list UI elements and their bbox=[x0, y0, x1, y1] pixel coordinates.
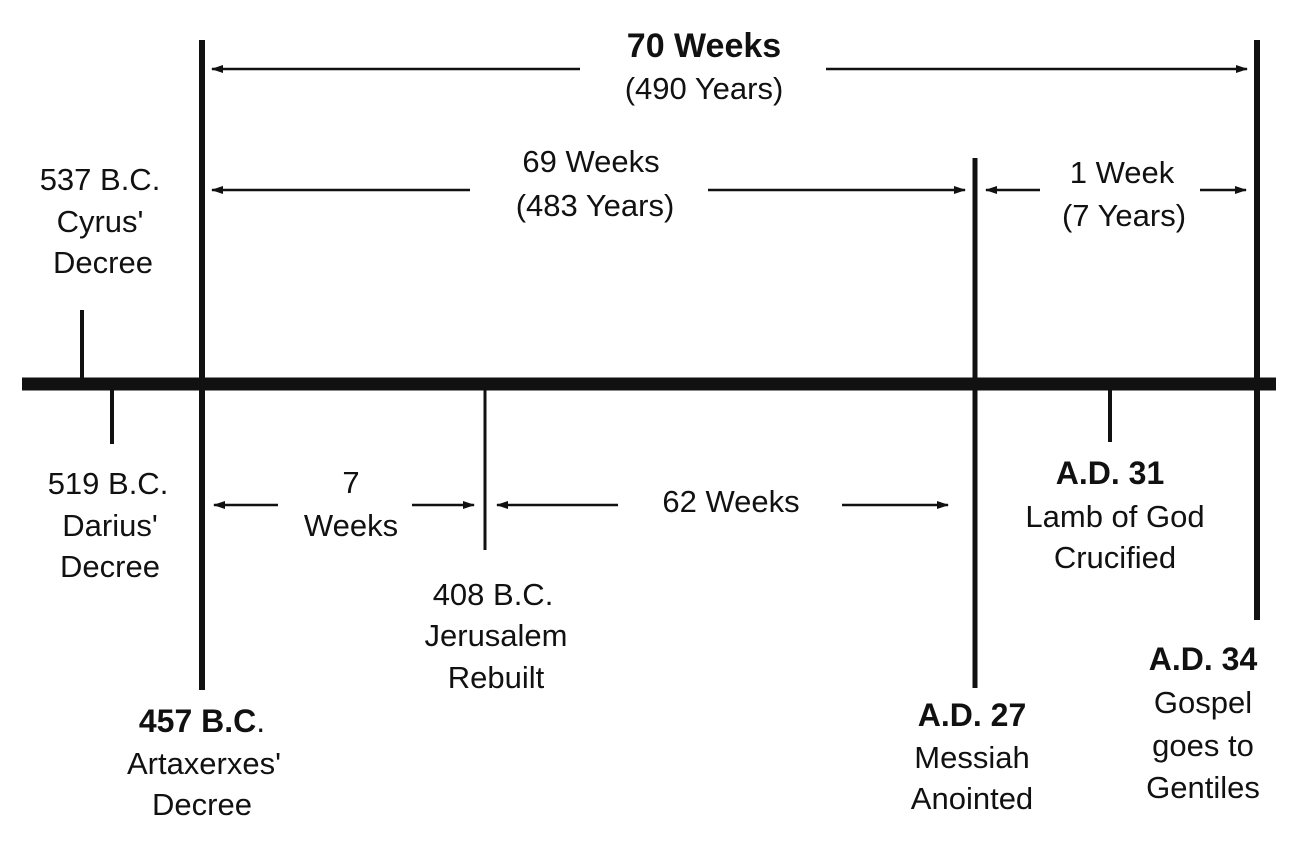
event-cyrus-line1: Cyrus' bbox=[57, 204, 144, 239]
event-messiah-date: A.D. 27 bbox=[918, 697, 1026, 733]
event-jerusalem-line2: Rebuilt bbox=[448, 660, 545, 695]
event-gospel-line1: Gospel bbox=[1154, 685, 1252, 720]
event-darius-line2: Decree bbox=[60, 549, 160, 584]
event-jerusalem-date: 408 B.C. bbox=[433, 577, 554, 612]
span-1-week-title: 1 Week bbox=[1070, 155, 1175, 190]
span-62-weeks-title: 62 Weeks bbox=[662, 484, 799, 519]
event-artaxerxes-line2: Decree bbox=[152, 787, 252, 822]
event-messiah-line1: Messiah bbox=[914, 740, 1029, 775]
event-jerusalem-line1: Jerusalem bbox=[425, 618, 568, 653]
event-cyrus-line2: Decree bbox=[53, 245, 153, 280]
event-artaxerxes-date: 457 B.C. bbox=[139, 703, 265, 739]
event-gospel-line3: Gentiles bbox=[1146, 770, 1260, 805]
event-darius-date: 519 B.C. bbox=[48, 466, 169, 501]
event-artaxerxes-date-suffix: . bbox=[256, 703, 265, 739]
event-cyrus-date: 537 B.C. bbox=[40, 162, 161, 197]
event-crucified-line2: Crucified bbox=[1054, 540, 1176, 575]
span-69-weeks-title: 69 Weeks bbox=[522, 144, 659, 179]
event-darius-line1: Darius' bbox=[62, 508, 158, 543]
span-70-weeks-years: (490 Years) bbox=[625, 71, 784, 106]
span-69-weeks-years: (483 Years) bbox=[516, 188, 675, 223]
span-70-weeks-title: 70 Weeks bbox=[627, 27, 781, 65]
event-gospel-line2: goes to bbox=[1152, 728, 1254, 763]
event-gospel-date: A.D. 34 bbox=[1149, 641, 1258, 677]
event-crucified-date: A.D. 31 bbox=[1056, 455, 1164, 491]
span-7-weeks-number: 7 bbox=[342, 465, 359, 500]
event-artaxerxes-line1: Artaxerxes' bbox=[127, 746, 281, 781]
span-7-weeks-unit: Weeks bbox=[304, 508, 398, 543]
event-artaxerxes-date-text: 457 B.C bbox=[139, 703, 256, 739]
event-crucified-line1: Lamb of God bbox=[1025, 499, 1204, 534]
event-messiah-line2: Anointed bbox=[911, 781, 1033, 816]
span-1-week-years: (7 Years) bbox=[1062, 198, 1186, 233]
